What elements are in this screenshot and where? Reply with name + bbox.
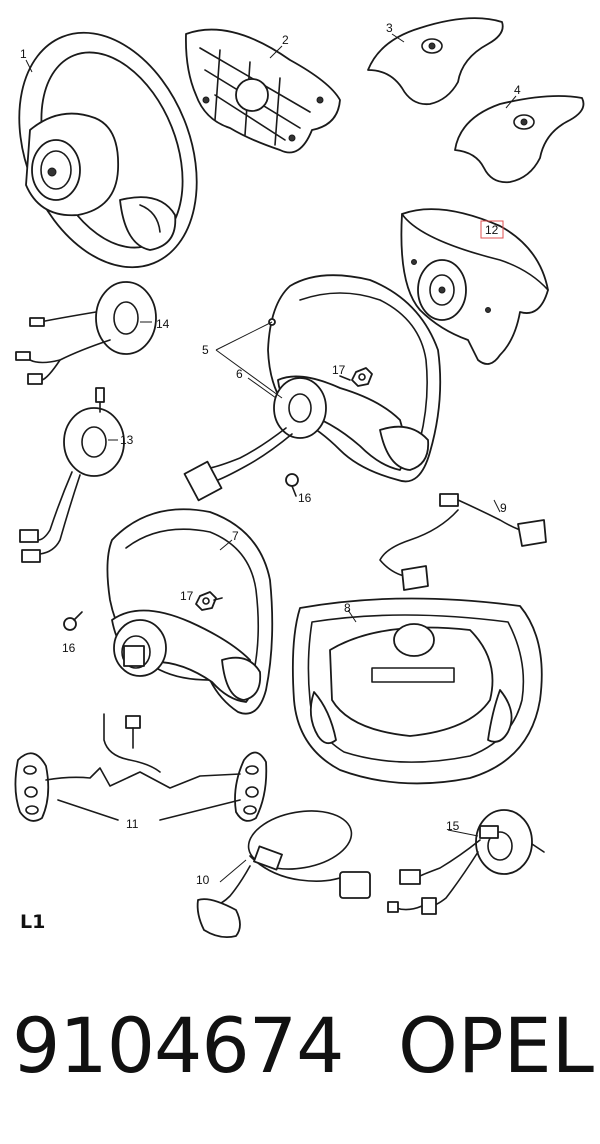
callout-labels: 1 2 3 4 5 6 7 8 9 10 11 12 13 14 15 16 1… — [20, 21, 521, 933]
callout-17-upper: 17 — [332, 363, 346, 377]
callout-3: 3 — [386, 21, 393, 35]
wire-harness-6 — [183, 427, 293, 502]
nut-17-upper — [339, 367, 373, 387]
callout-2: 2 — [282, 33, 289, 47]
airbag-housing-2 — [185, 28, 341, 154]
brand-name: OPEL — [398, 1001, 595, 1090]
callout-9: 9 — [500, 501, 507, 515]
clock-spring-14 — [15, 281, 157, 385]
callout-16-upper: 16 — [298, 491, 312, 505]
clock-spring-15 — [387, 809, 545, 915]
callout-11: 11 — [126, 817, 139, 831]
nut-17-lower — [195, 591, 223, 611]
steering-wheel-8 — [291, 597, 543, 785]
steering-wheel-1 — [18, 31, 198, 269]
bolt-16-upper — [285, 473, 299, 497]
callout-15: 15 — [446, 819, 460, 833]
horn-switch-10 — [196, 810, 371, 939]
callout-6: 6 — [236, 367, 243, 381]
callout-1: 1 — [20, 47, 27, 61]
callout-7: 7 — [232, 529, 239, 543]
leader-lines — [25, 33, 517, 883]
callout-16-lower: 16 — [62, 641, 76, 655]
callout-17-lower: 17 — [180, 589, 194, 603]
bolt-16-lower — [63, 611, 83, 631]
airbag-cover-4 — [454, 95, 585, 184]
callout-12: 12 — [485, 223, 499, 237]
callout-10: 10 — [196, 873, 210, 887]
callout-8: 8 — [344, 601, 351, 615]
callout-4: 4 — [514, 83, 521, 97]
steering-switches-11 — [14, 713, 268, 822]
airbag-module-12 — [400, 208, 549, 365]
callout-13: 13 — [120, 433, 134, 447]
callout-5: 5 — [202, 343, 209, 357]
airbag-cover-3 — [367, 17, 504, 106]
steering-wheel-7 — [106, 508, 274, 715]
clock-spring-13 — [19, 387, 125, 563]
callout-12-highlight-box — [480, 220, 504, 239]
wire-harness-9 — [379, 493, 547, 591]
page-label: L1 — [20, 911, 45, 933]
part-number: 9104674 — [12, 1001, 344, 1090]
callout-14: 14 — [156, 317, 170, 331]
